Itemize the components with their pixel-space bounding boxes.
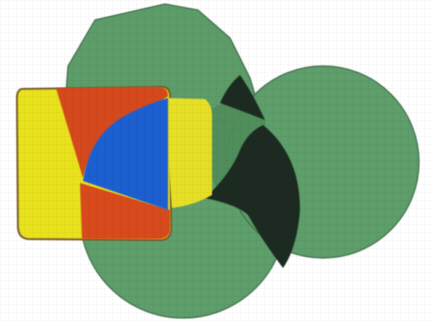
grid-overlay	[0, 0, 432, 323]
overlapping-shapes-photo	[0, 0, 432, 323]
